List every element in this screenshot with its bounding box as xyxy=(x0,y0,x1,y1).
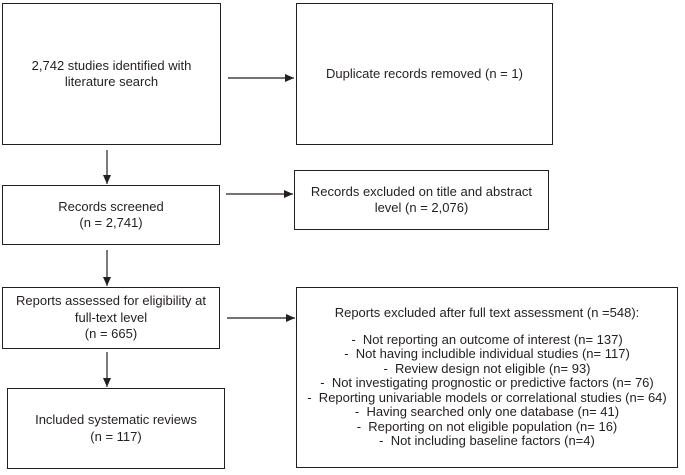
excluded-reason-item: - Review design not eligible (n= 93) xyxy=(383,360,591,376)
included-reviews-text: Included systematic reviews (n = 117) xyxy=(35,412,197,444)
duplicate-records-removed-text: Duplicate records removed (n = 1) xyxy=(326,65,523,81)
excluded-reason-item: - Not reporting an outcome of interest (… xyxy=(351,331,623,347)
excluded-fulltext-reasons-list: - Not reporting an outcome of interest (… xyxy=(307,331,667,449)
box-excluded-title-abstract: Records excluded on title and abstract l… xyxy=(294,170,549,230)
records-screened-text: Records screened (n = 2,741) xyxy=(58,198,164,231)
excluded-reason-item: - Not including baseline factors (n=4) xyxy=(379,433,595,449)
box-excluded-fulltext: Reports excluded after full text assessm… xyxy=(296,287,678,468)
excluded-reason-item: - Reporting univariable models or correl… xyxy=(307,389,667,405)
box-fulltext-eligibility: Reports assessed for eligibility at full… xyxy=(2,287,220,349)
excluded-reason-item: - Not having includible individual studi… xyxy=(344,346,630,362)
excluded-reason-item: - Reporting on not eligible population (… xyxy=(356,418,618,434)
box-included-reviews: Included systematic reviews (n = 117) xyxy=(7,388,225,469)
fulltext-eligibility-text: Reports assessed for eligibility at full… xyxy=(15,293,207,342)
box-records-screened: Records screened (n = 2,741) xyxy=(2,185,220,245)
excluded-reason-item: - Not investigating prognostic or predic… xyxy=(320,375,654,391)
box-duplicate-records-removed: Duplicate records removed (n = 1) xyxy=(296,3,553,145)
excluded-reason-item: - Having searched only one database (n= … xyxy=(354,404,620,420)
studies-identified-text: 2,742 studies identified with literature… xyxy=(31,57,192,90)
excluded-fulltext-title: Reports excluded after full text assessm… xyxy=(334,305,640,321)
box-studies-identified: 2,742 studies identified with literature… xyxy=(2,3,221,145)
excluded-title-abstract-text: Records excluded on title and abstract l… xyxy=(310,183,533,216)
